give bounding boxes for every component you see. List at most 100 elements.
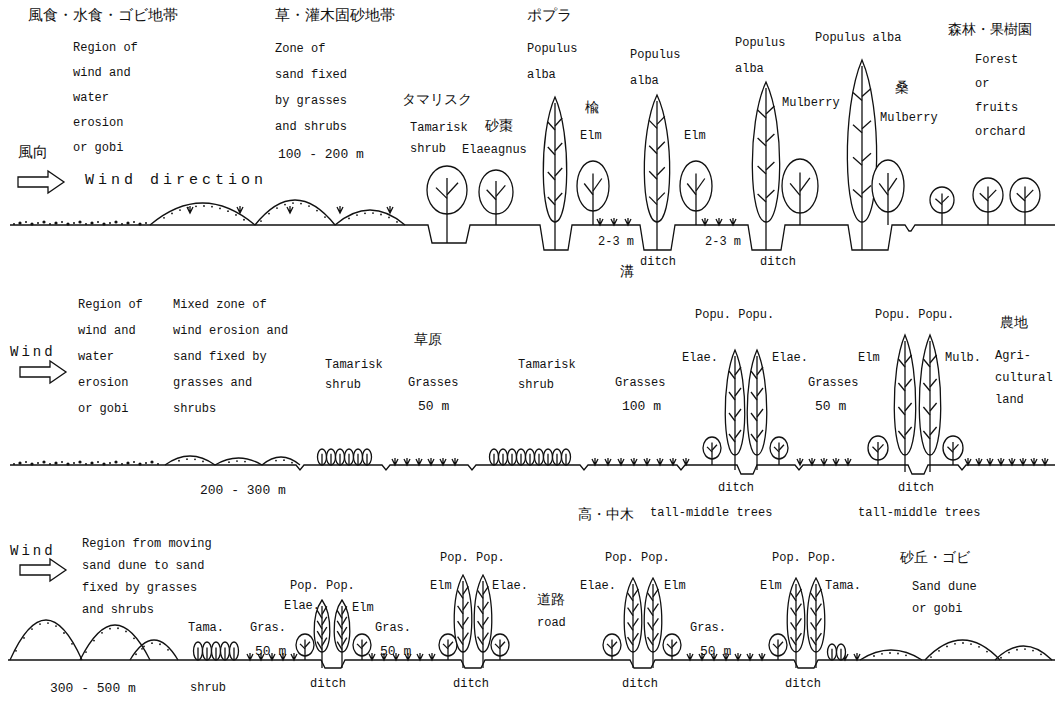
tree-branch [657,167,665,175]
tree-branch [923,359,930,367]
gobi-gravel [42,220,45,223]
sand-dot [284,204,286,206]
tree-branch [653,618,658,626]
shrub-stem [224,647,225,660]
japanese-label: 草原 [414,330,442,348]
tree-branch [649,171,657,179]
gobi-gravel [54,461,57,464]
tree-branch [628,608,633,616]
sand-dot [125,631,127,633]
tree-branch [953,444,959,450]
shrub-stem [831,649,832,660]
sand-dot [954,643,956,645]
sand-dot [930,656,932,658]
tree-branch [729,434,735,442]
grass-tuft [976,458,982,465]
sand-dot [143,646,145,648]
tree-branch [751,413,757,421]
sand-dot [203,205,205,207]
tree-trunk [987,187,988,226]
tree-branch [905,355,912,363]
gobi-gravel [121,463,123,465]
tree-branch [766,190,774,198]
tree-branch [653,604,658,612]
sand-dune [150,203,255,225]
japanese-label: 溝 [620,262,634,280]
sand-dot [85,651,87,653]
grass-tuft [735,653,741,660]
grass-tuft [187,206,193,213]
tree-branch [811,608,816,616]
tree-branch [649,120,657,128]
shrub-stem [840,649,841,660]
tree-branch [905,379,912,387]
grass-tuft [730,218,736,225]
tree-branch [548,172,555,180]
english-label: Pop. Pop. [605,550,670,566]
tamarisk-shrub [544,449,553,465]
tree-branch [948,447,954,452]
gobi-gravel [66,462,69,465]
sand-dune [262,457,300,465]
shrub-stem [197,647,198,660]
sand-dot [388,217,390,219]
tree-branch [862,121,871,129]
grass-tuft [687,653,693,660]
sand-dot [986,651,988,653]
grass-tuft [845,458,851,465]
english-label: Grasses [615,375,665,391]
japanese-label: 桑 [895,78,909,96]
sand-dot [1040,653,1042,655]
sand-dot [268,213,270,215]
sand-dune [10,620,82,660]
grass-tuft [592,458,598,465]
grass-tuft [987,458,993,465]
gobi-gravel [61,461,63,463]
tamarisk-shrub [230,642,239,660]
grass-tuft [683,458,689,465]
tree-branch [696,179,705,192]
tree-branch [628,593,633,601]
japanese-label: 草・灌木固砂地帯 [275,6,395,24]
english-label: ditch [785,676,821,692]
grass-tuft [1042,458,1048,465]
sand-dot [159,643,161,645]
sand-dot [195,205,197,207]
sand-dot [1000,657,1002,659]
tree-trunk [446,178,447,243]
english-label: Agri- cultural land [995,345,1057,411]
sand-dot [938,650,940,652]
gobi-gravel [78,220,81,223]
gobi-gravel [102,222,105,225]
tree-trunk [711,443,712,466]
tamarisk-shrub [490,449,499,465]
shrub-stem [348,454,349,465]
tree-branch [648,622,653,630]
tree-branch [853,190,862,198]
gobi-gravel [109,222,111,224]
sand-dune [925,640,1000,660]
tree-branch [766,162,774,170]
tree-branch [811,593,816,601]
tree-branch [500,642,505,648]
grass-tuft [747,653,753,660]
gobi-gravel [90,221,93,224]
tree-branch [648,608,653,616]
tree-branch [796,589,801,597]
wind-arrow [20,361,66,383]
tree-branch [766,106,774,114]
english-label: Elae. [492,578,528,594]
sand-dot [356,214,358,216]
tree-trunk [861,66,862,250]
tree-branch [317,621,322,629]
tree-branch [816,604,821,612]
sand-dot [163,217,165,219]
english-label: ditch [310,676,346,692]
sand-dune [995,646,1052,660]
sand-dot [39,623,41,625]
gobi-gravel [66,222,69,225]
english-label: Tamarisk shrub [518,355,588,395]
tamarisk-shrub [553,449,562,465]
tree-trunk [941,194,942,226]
tree-trunk [734,356,735,470]
